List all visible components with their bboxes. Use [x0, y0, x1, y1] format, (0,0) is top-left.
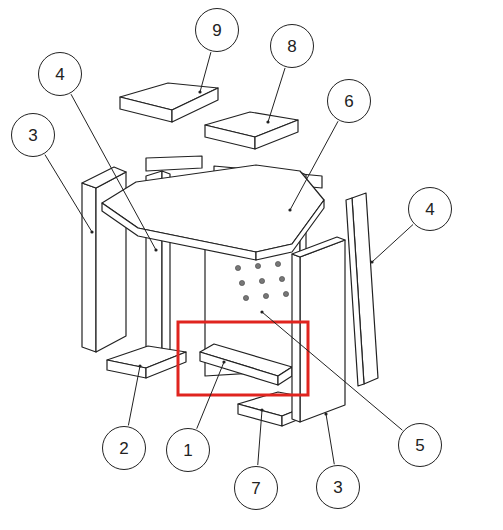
right-side-brick-face	[292, 237, 345, 257]
base-brick-face	[107, 360, 146, 378]
callout-number: 1	[183, 442, 192, 459]
back-wall-top-block	[146, 156, 202, 171]
air-hole	[263, 293, 268, 298]
leader-dot	[324, 412, 327, 415]
leader-line	[262, 312, 402, 430]
callout-circle: 3	[11, 113, 55, 157]
air-hole	[279, 276, 284, 281]
leader-line	[372, 225, 413, 262]
base-brick-face	[146, 352, 186, 378]
air-hole	[259, 278, 264, 283]
air-hole	[239, 280, 244, 285]
highlight-frame	[178, 322, 308, 395]
air-hole	[243, 295, 248, 300]
leader-dot	[222, 360, 225, 363]
left-side-brick-face	[82, 167, 126, 188]
callout-number: 6	[344, 93, 353, 110]
leader-line	[200, 52, 211, 92]
air-hole	[283, 291, 288, 296]
leader-line	[326, 414, 334, 464]
callout-number: 4	[55, 66, 64, 83]
baffle-plate-face	[102, 203, 256, 260]
callout-number: 2	[119, 440, 128, 457]
leader-dot	[370, 260, 373, 263]
base-brick	[200, 344, 292, 385]
air-hole	[255, 263, 260, 268]
leader-dot	[266, 120, 269, 123]
callout-circle: 5	[398, 423, 442, 467]
callout-number: 5	[415, 437, 424, 454]
leader-dot	[260, 310, 263, 313]
top-brick	[205, 112, 298, 149]
leader-dot	[198, 90, 201, 93]
air-hole	[275, 261, 280, 266]
back-wall-top-block-face	[146, 156, 202, 171]
base-brick-face	[278, 367, 292, 385]
leader-dot	[154, 248, 157, 251]
top-brick	[120, 83, 218, 122]
callout-circle: 9	[195, 8, 239, 52]
top-brick-face	[205, 125, 255, 149]
leader-dot	[260, 408, 263, 411]
air-hole	[235, 265, 240, 270]
top-brick-face	[172, 88, 218, 122]
callout-circle: 7	[234, 466, 278, 510]
base-brick-face	[200, 352, 278, 385]
leader-dot	[90, 230, 93, 233]
right-rear-brick-face	[346, 198, 364, 386]
leader-line	[197, 362, 224, 429]
callout-number: 3	[28, 127, 37, 144]
callout-circle: 4	[408, 187, 452, 231]
callout-number: 7	[251, 480, 260, 497]
leader-line	[290, 121, 338, 210]
callout-number: 3	[333, 479, 342, 496]
leader-line	[71, 94, 156, 250]
callout-circle: 4	[38, 52, 82, 96]
leader-line	[268, 68, 285, 122]
top-brick-face	[255, 120, 298, 149]
callout-number: 9	[212, 22, 221, 39]
leader-dot	[138, 364, 141, 367]
leader-dot	[288, 208, 291, 211]
leader-line	[258, 410, 262, 465]
right-rear-brick	[346, 193, 378, 386]
leader-line	[128, 366, 140, 425]
callout-circle: 6	[327, 79, 371, 123]
callout-circle: 8	[270, 24, 314, 68]
callout-circle: 1	[166, 428, 210, 472]
top-brick-face	[120, 97, 172, 122]
callout-circle: 2	[102, 426, 146, 470]
left-side-brick-face	[82, 183, 96, 352]
callout-circle: 3	[316, 465, 360, 509]
base-brick	[107, 346, 186, 378]
callout-number: 4	[425, 201, 434, 218]
callout-number: 8	[287, 38, 296, 55]
leader-line	[45, 155, 92, 232]
base-brick-face	[238, 404, 282, 426]
